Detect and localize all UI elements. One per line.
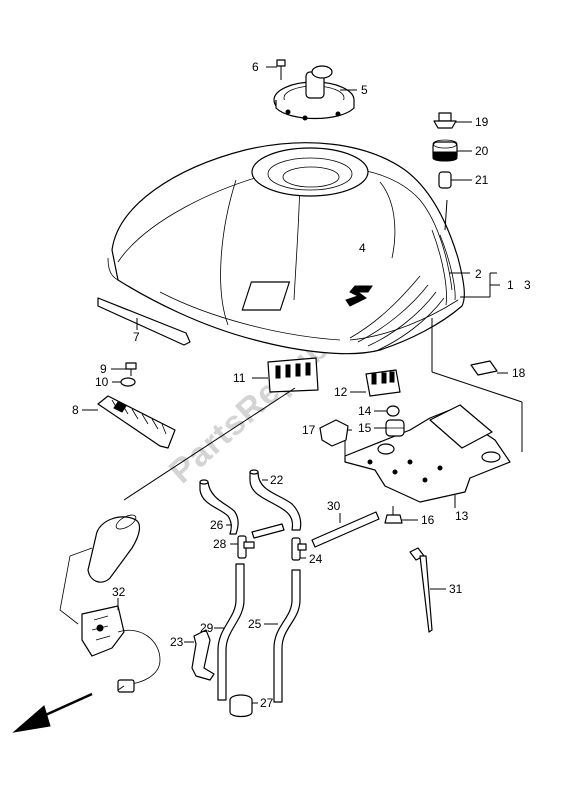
joint-24: [291, 537, 307, 561]
label-12: 12: [334, 385, 348, 399]
label-32: 32: [112, 585, 126, 599]
pad-18: [470, 360, 498, 376]
label-20: 20: [475, 144, 489, 158]
label-24: 24: [309, 552, 323, 566]
label-16: 16: [421, 513, 435, 527]
hose-26: [199, 481, 239, 535]
hose-29: [217, 563, 245, 701]
label-6: 6: [252, 60, 259, 74]
label-26: 26: [210, 518, 224, 532]
rubber-12: [365, 369, 401, 397]
label-19: 19: [475, 115, 489, 129]
fuel-tank: [107, 142, 465, 355]
bolt-9: [125, 362, 137, 376]
bracket-13: [344, 404, 511, 503]
label-17: 17: [302, 423, 316, 437]
label-13: 13: [455, 509, 469, 523]
label-18: 18: [512, 366, 526, 380]
bolt-6: [276, 59, 286, 80]
label-9: 9: [100, 362, 107, 376]
label-31: 31: [449, 582, 463, 596]
bolt-16: [384, 506, 403, 524]
label-30: 30: [327, 499, 341, 513]
label-14: 14: [358, 404, 372, 418]
fuel-cap: [273, 65, 355, 121]
label-21: 21: [475, 173, 489, 187]
spacer-21: [438, 171, 452, 189]
label-15: 15: [358, 421, 372, 435]
label-8: 8: [72, 403, 79, 417]
hose-22: [249, 471, 302, 531]
label-23: 23: [170, 635, 184, 649]
bolt-14: [386, 405, 400, 417]
tube-30: [311, 511, 380, 548]
fuel-pump-32: [59, 514, 161, 693]
label-27: 27: [260, 696, 274, 710]
clamp-31: [409, 547, 433, 633]
tube-short-left: [251, 523, 285, 539]
hose-25: [273, 569, 301, 703]
label-1: 1: [507, 278, 514, 292]
damper-bolt-19: [433, 112, 457, 129]
washer-10: [120, 377, 136, 387]
footrest-8: [97, 395, 176, 449]
cushion-15: [385, 419, 405, 437]
rubber-11: [267, 357, 319, 393]
joint-28: [237, 535, 255, 559]
callout-labels: 1 2 3 4 5 6 7 8 9 10 11 12 13 14 15 16 1…: [72, 60, 531, 710]
label-3: 3: [524, 278, 531, 292]
label-11: 11: [233, 371, 246, 385]
cushion-20: [432, 139, 458, 162]
clamp-17: [319, 419, 349, 447]
label-7: 7: [133, 330, 140, 344]
label-25: 25: [248, 617, 262, 631]
label-28: 28: [213, 537, 227, 551]
front-arrow-icon: [12, 692, 93, 733]
label-4: 4: [359, 241, 366, 255]
clip-23: [191, 629, 215, 681]
label-5: 5: [361, 83, 368, 97]
label-29: 29: [200, 621, 214, 635]
label-2: 2: [475, 267, 482, 281]
cap-27: [229, 694, 253, 718]
label-10: 10: [95, 375, 109, 389]
trim-strip: [97, 297, 191, 346]
label-22: 22: [270, 473, 284, 487]
